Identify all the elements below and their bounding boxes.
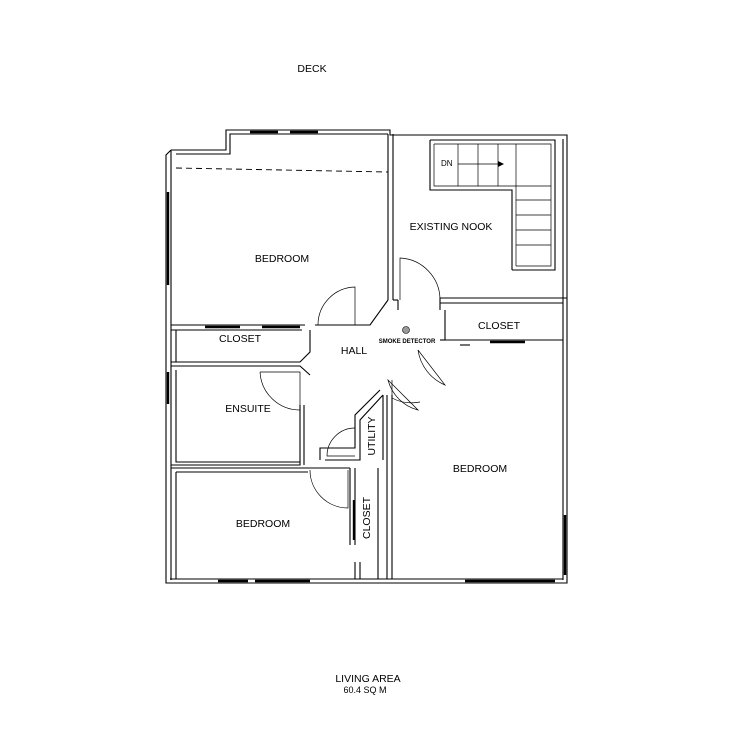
door-swings bbox=[259, 257, 447, 509]
bedroom-main-label: BEDROOM bbox=[255, 253, 309, 265]
utility-label: UTILITY bbox=[366, 416, 378, 455]
bedroom-right-label: BEDROOM bbox=[453, 463, 507, 475]
deck-label: DECK bbox=[297, 63, 326, 75]
deck-edge-line bbox=[175, 167, 389, 173]
ensuite-label: ENSUITE bbox=[225, 403, 271, 415]
exterior-walls bbox=[165, 129, 568, 584]
smoke-detector-icon bbox=[402, 326, 410, 334]
existing-nook-label: EXISTING NOOK bbox=[410, 221, 493, 233]
smoke-detector-label: SMOKE DETECTOR bbox=[379, 339, 436, 345]
interior-walls bbox=[171, 134, 567, 579]
area-value-label: 60.4 SQ M bbox=[343, 685, 386, 695]
hall-label: HALL bbox=[341, 345, 367, 357]
staircase bbox=[429, 139, 556, 271]
bedroom-lower-label: BEDROOM bbox=[236, 518, 290, 530]
living-area-label: LIVING AREA bbox=[335, 673, 400, 685]
closet-main-label: CLOSET bbox=[219, 333, 262, 345]
stairs-down-label: DN bbox=[441, 159, 453, 168]
closet-lower-label: CLOSET bbox=[361, 496, 373, 539]
closet-right-label: CLOSET bbox=[478, 320, 521, 332]
windows bbox=[166, 130, 567, 583]
